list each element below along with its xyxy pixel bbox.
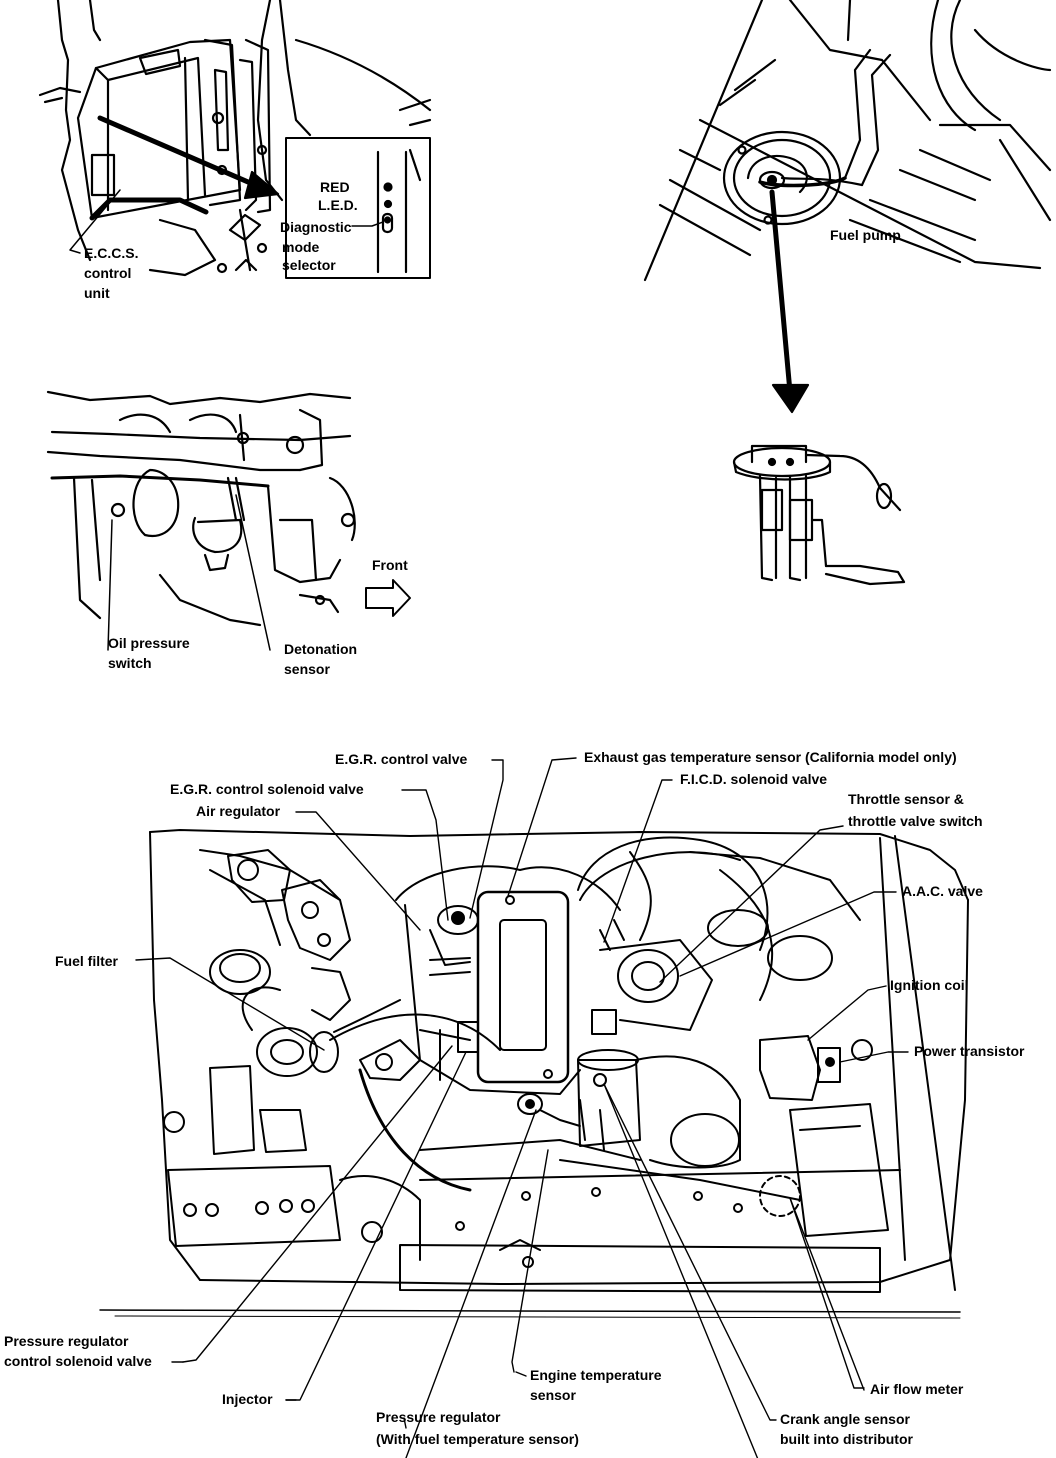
engine-side-illustration [46,390,411,651]
labels: E.C.C.S. control unit RED L.E.D. Diagnos… [4,179,1025,1447]
led-label-line1: RED [320,179,350,195]
egr-control-valve-label: E.G.R. control valve [335,751,467,767]
engine-temp-sensor-label-line1: Engine temperature [530,1367,662,1383]
fuel-filter-label: Fuel filter [55,953,119,969]
selector-label-line3: selector [282,257,336,273]
fuel-pump-illustration [643,0,1052,586]
throttle-sensor-label-line2: throttle valve switch [848,813,983,829]
selector-label-line2: mode [282,239,320,255]
engine-bay-illustration [99,829,969,1319]
ecu-label-line3: unit [84,285,110,301]
crank-angle-sensor-label-line2: built into distributor [780,1431,914,1447]
ignition-coil-label: Ignition coil [890,977,969,993]
pressure-regulator-solenoid-label-line2: control solenoid valve [4,1353,152,1369]
front-label: Front [372,557,408,573]
oil-pressure-label-line1: Oil pressure [108,635,190,651]
label-stubs [171,1083,865,1429]
crank-angle-sensor-label-line1: Crank angle sensor [780,1411,910,1427]
engine-temp-sensor-label-line2: sensor [530,1387,576,1403]
fuel-pump-label: Fuel pump [830,227,901,243]
ficd-solenoid-label: F.I.C.D. solenoid valve [680,771,827,787]
pressure-regulator-label-line2: (With fuel temperature sensor) [376,1431,579,1447]
egr-solenoid-label: E.G.R. control solenoid valve [170,781,364,797]
ecu-label-line1: E.C.C.S. [84,245,138,261]
air-flow-meter-label: Air flow meter [870,1381,964,1397]
throttle-sensor-label-line1: Throttle sensor & [848,791,964,807]
leader-lines [135,757,909,1458]
power-transistor-label: Power transistor [914,1043,1025,1059]
oil-pressure-label-line2: switch [108,655,152,671]
detonation-label-line1: Detonation [284,641,357,657]
led-label-line2: L.E.D. [318,197,358,213]
exhaust-gas-temp-label: Exhaust gas temperature sensor (Californ… [584,749,957,765]
selector-label-line1: Diagnostic [280,219,352,235]
detonation-label-line2: sensor [284,661,330,677]
ecu-label-line2: control [84,265,131,281]
pressure-regulator-label-line1: Pressure regulator [376,1409,501,1425]
pressure-regulator-solenoid-label-line1: Pressure regulator [4,1333,129,1349]
aac-valve-label: A.A.C. valve [902,883,983,899]
injector-label: Injector [222,1391,273,1407]
ecu-illustration [38,0,432,279]
air-regulator-label: Air regulator [196,803,281,819]
